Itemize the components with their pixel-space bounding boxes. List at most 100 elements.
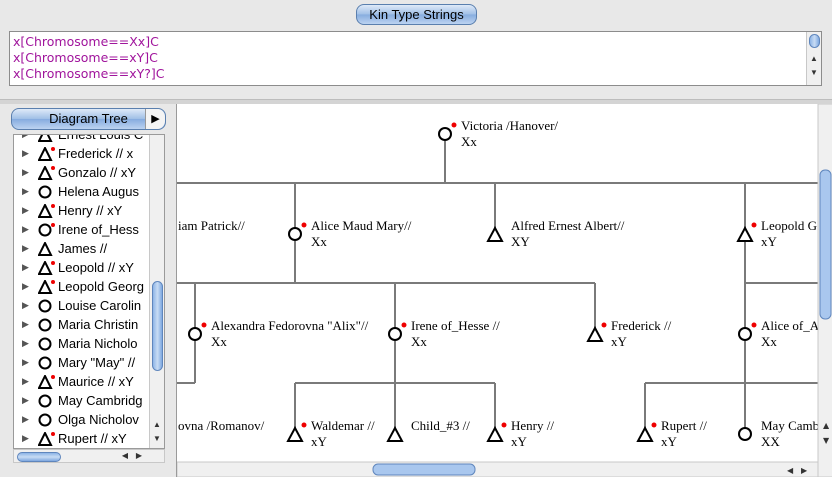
diagram-node-alfred[interactable]: Alfred Ernest Albert//XY <box>486 218 625 249</box>
female-circle-icon[interactable] <box>438 127 452 141</box>
kin-string-line: x[Chromosome==xY?]C <box>13 66 165 81</box>
node-kin-type-label: xY <box>761 234 778 249</box>
diagram-tree-list[interactable]: ▶Ernest Louis C▶Frederick // x▶Gonzalo /… <box>13 134 165 449</box>
play-arrow-icon[interactable]: ▶ <box>145 109 165 129</box>
female-circle-icon[interactable] <box>738 327 752 341</box>
node-name-label: Leopold G <box>761 218 817 233</box>
expand-arrow-icon[interactable]: ▶ <box>22 395 29 405</box>
tree-item-label: Maria Christin <box>58 317 139 332</box>
expand-arrow-icon[interactable]: ▶ <box>22 300 29 310</box>
diagram-horizontal-scrollbar[interactable]: ◀ ▶ <box>177 461 819 477</box>
expand-arrow-icon[interactable]: ▶ <box>22 148 29 158</box>
male-triangle-icon[interactable] <box>386 425 404 442</box>
scroll-left-arrow-icon[interactable]: ◀ <box>121 451 129 460</box>
expand-arrow-icon[interactable]: ▶ <box>22 281 29 291</box>
tree-horizontal-scrollbar[interactable]: ◀ ▶ <box>13 449 165 463</box>
tree-item[interactable]: ▶Mary "May" // <box>14 353 154 372</box>
diagram-node-alexandra[interactable]: Alexandra Fedorovna "Alix"//Xx <box>188 318 369 349</box>
tree-scroll-thumb[interactable] <box>152 281 163 371</box>
tree-item[interactable]: ▶Helena Augus <box>14 182 154 201</box>
tree-item[interactable]: ▶Leopold Georg <box>14 277 154 296</box>
scroll-up-arrow-icon[interactable]: ▲ <box>153 420 161 429</box>
diagram-node-alice-of[interactable]: Alice of_AXx <box>738 318 820 349</box>
expand-arrow-icon[interactable]: ▶ <box>22 433 29 443</box>
tree-item[interactable]: ▶Irene of_Hess <box>14 220 154 239</box>
tree-item[interactable]: ▶Maria Nicholo <box>14 334 154 353</box>
expand-arrow-icon[interactable]: ▶ <box>22 262 29 272</box>
tree-item[interactable]: ▶Maurice // xY <box>14 372 154 391</box>
male-triangle-icon[interactable] <box>486 425 504 442</box>
diagram-node-victoria[interactable]: Victoria /Hanover/Xx <box>438 118 558 149</box>
male-triangle-icon[interactable] <box>286 425 304 442</box>
tree-item[interactable]: ▶ Louise Carolin <box>14 296 154 315</box>
diagram-node-leopold[interactable]: Leopold GxY <box>736 218 817 249</box>
tree-item[interactable]: ▶Ernest Louis C <box>14 134 154 144</box>
kin-type-strings-textarea[interactable]: x[Chromosome==Xx]C x[Chromosome==xY]C x[… <box>9 31 822 86</box>
scroll-up-arrow-icon[interactable]: ▲ <box>810 54 818 63</box>
diagram-node-waldemar[interactable]: Waldemar //xY <box>286 418 375 449</box>
kinship-diagram-canvas[interactable]: Victoria /Hanover/Xx iam Patrick// Alice M… <box>176 104 832 477</box>
expand-arrow-icon[interactable]: ▶ <box>22 414 29 424</box>
male-triangle-icon <box>38 242 53 256</box>
tree-item[interactable]: ▶James // <box>14 239 154 258</box>
tree-item[interactable]: ▶Olga Nicholov <box>14 410 154 429</box>
female-circle-icon <box>38 413 52 427</box>
female-circle-icon[interactable] <box>388 327 402 341</box>
diagram-tree-button[interactable]: Diagram Tree ▶ <box>11 108 166 130</box>
tree-item[interactable]: ▶Henry // xY <box>14 201 154 220</box>
expand-arrow-icon[interactable]: ▶ <box>22 357 29 367</box>
tree-item[interactable]: ▶Gonzalo // xY <box>14 163 154 182</box>
scroll-down-arrow-icon[interactable]: ▼ <box>810 68 818 77</box>
expand-arrow-icon[interactable]: ▶ <box>22 319 29 329</box>
diagram-node-rupert[interactable]: Rupert //xY <box>636 418 707 449</box>
node-name-label: Alfred Ernest Albert// <box>511 218 625 233</box>
diagram-node-romanov[interactable]: ovna /Romanov/ <box>178 418 265 433</box>
expand-arrow-icon[interactable]: ▶ <box>22 134 29 139</box>
node-name-label: Waldemar // <box>311 418 375 433</box>
male-triangle-icon[interactable] <box>586 325 604 342</box>
diagram-node-frederick[interactable]: Frederick //xY <box>586 318 672 349</box>
kin-vertical-scrollbar[interactable]: ▲ ▼ <box>806 32 821 85</box>
tree-hscroll-thumb[interactable] <box>17 452 61 462</box>
female-circle-icon[interactable] <box>288 227 302 241</box>
expand-arrow-icon[interactable]: ▶ <box>22 376 29 386</box>
split-pane-divider[interactable] <box>0 99 832 104</box>
kin-scroll-thumb[interactable] <box>809 34 820 48</box>
male-triangle-icon[interactable] <box>486 225 504 242</box>
tree-item-label: Louise Carolin <box>58 298 142 313</box>
node-name-label: Irene of_Hesse // <box>411 318 500 333</box>
scroll-right-arrow-icon[interactable]: ▶ <box>135 451 143 460</box>
expand-arrow-icon[interactable]: ▶ <box>22 243 29 253</box>
tree-item[interactable]: ▶ Maria Christin <box>14 315 154 334</box>
tree-vertical-scrollbar[interactable]: ▲ ▼ <box>149 135 164 448</box>
female-circle-icon[interactable] <box>738 427 752 441</box>
diagram-node-henry[interactable]: Henry //xY <box>486 418 554 449</box>
expand-arrow-icon[interactable]: ▶ <box>22 205 29 215</box>
expand-arrow-icon[interactable]: ▶ <box>22 224 29 234</box>
diagram-node-alice-maud[interactable]: Alice Maud Mary//Xx <box>288 218 412 249</box>
diagram-vertical-scrollbar[interactable]: ▲ ▼ <box>817 104 832 477</box>
tree-item[interactable]: ▶ May Cambridg <box>14 391 154 410</box>
tree-item[interactable]: ▶Leopold // xY <box>14 258 154 277</box>
diagram-node-irene[interactable]: Irene of_Hesse //Xx <box>388 318 500 349</box>
kin-string-line: x[Chromosome==xY]C <box>13 50 158 65</box>
female-circle-icon[interactable] <box>188 327 202 341</box>
expand-arrow-icon[interactable]: ▶ <box>22 167 29 177</box>
kin-type-strings-button[interactable]: Kin Type Strings <box>356 4 477 25</box>
tree-item[interactable]: ▶Rupert // xY <box>14 429 154 448</box>
highlight-dot-icon <box>401 322 407 328</box>
tree-item[interactable]: ▶Frederick // x <box>14 144 154 163</box>
highlight-dot-icon <box>301 422 307 428</box>
node-name-label: Henry // <box>511 418 554 433</box>
diagram-node-patrick[interactable]: iam Patrick// <box>178 218 245 233</box>
scroll-down-arrow-icon[interactable]: ▼ <box>153 434 161 443</box>
tree-item-label: May Cambridg <box>58 393 143 408</box>
female-circle-icon <box>38 394 52 408</box>
expand-arrow-icon[interactable]: ▶ <box>22 186 29 196</box>
expand-arrow-icon[interactable]: ▶ <box>22 338 29 348</box>
node-name-label: Child_#3 // <box>411 418 470 433</box>
diagram-node-child3[interactable]: Child_#3 // <box>386 418 470 442</box>
male-triangle-icon[interactable] <box>636 425 654 442</box>
male-triangle-icon[interactable] <box>736 225 754 242</box>
